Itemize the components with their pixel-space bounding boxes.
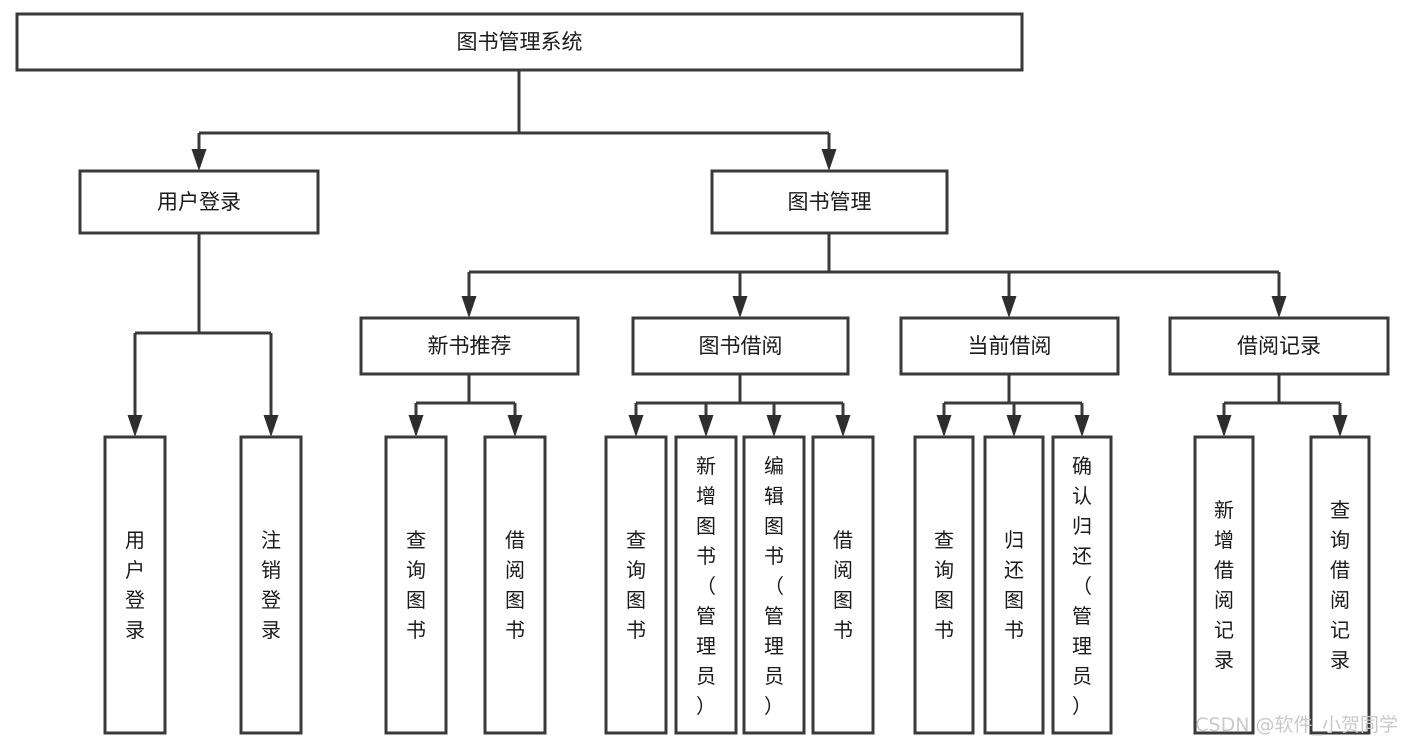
node-box[interactable] bbox=[604, 435, 668, 735]
arrow-head-icon bbox=[127, 415, 143, 437]
node-label: 查询图书 bbox=[934, 528, 954, 642]
node-current-borrow[interactable]: 当前借阅 bbox=[899, 316, 1120, 376]
node-user-login[interactable]: 用户登录 bbox=[78, 169, 320, 235]
node-box[interactable] bbox=[742, 435, 806, 735]
node-leaf-user-login[interactable]: 用户登录 bbox=[103, 435, 167, 735]
node-box[interactable] bbox=[103, 435, 167, 735]
node-book-borrow[interactable]: 图书借阅 bbox=[631, 316, 850, 376]
arrow-head-icon bbox=[732, 296, 748, 318]
arrow-head-icon bbox=[821, 149, 837, 171]
node-layer: 图书管理系统用户登录图书管理新书推荐图书借阅当前借阅借阅记录用户登录注销登录查询… bbox=[15, 12, 1390, 735]
arrow-head-icon bbox=[1074, 415, 1090, 437]
node-leaf-add-borrow-record[interactable]: 新增借阅记录 bbox=[1193, 435, 1255, 735]
node-box[interactable] bbox=[631, 316, 850, 376]
connector-group-borrow-record-to-leaves bbox=[1216, 374, 1348, 437]
node-label: 新增图书（管理员） bbox=[696, 454, 716, 718]
arrow-head-icon bbox=[1006, 415, 1022, 437]
connector-group-book-borrow-to-leaves bbox=[628, 374, 851, 437]
node-label: 借阅图书 bbox=[505, 528, 525, 642]
node-leaf-edit-book[interactable]: 编辑图书（管理员） bbox=[742, 435, 806, 735]
arrow-head-icon bbox=[461, 296, 477, 318]
node-box[interactable] bbox=[710, 169, 949, 235]
arrow-head-icon bbox=[408, 415, 424, 437]
arrow-head-icon bbox=[835, 415, 851, 437]
arrow-head-icon bbox=[507, 415, 523, 437]
node-box[interactable] bbox=[1051, 435, 1113, 735]
node-leaf-query-borrow-record[interactable]: 查询借阅记录 bbox=[1309, 435, 1371, 735]
node-label: 图书借阅 bbox=[699, 334, 783, 358]
node-leaf-query-book-current[interactable]: 查询图书 bbox=[913, 435, 975, 735]
node-leaf-add-book[interactable]: 新增图书（管理员） bbox=[674, 435, 738, 735]
node-leaf-confirm-return[interactable]: 确认归还（管理员） bbox=[1051, 435, 1113, 735]
node-label: 查询借阅记录 bbox=[1330, 498, 1350, 672]
connector-group-new-book-recommend-to-leaves bbox=[408, 374, 523, 437]
node-label: 归还图书 bbox=[1004, 528, 1024, 642]
arrow-head-icon bbox=[191, 149, 207, 171]
arrow-head-icon bbox=[1216, 415, 1232, 437]
node-box[interactable] bbox=[1309, 435, 1371, 735]
node-label: 用户登录 bbox=[157, 190, 241, 214]
node-leaf-logout[interactable]: 注销登录 bbox=[239, 435, 303, 735]
node-label: 新书推荐 bbox=[428, 334, 512, 358]
node-book-management[interactable]: 图书管理 bbox=[710, 169, 949, 235]
node-box[interactable] bbox=[811, 435, 875, 735]
node-label: 图书管理系统 bbox=[457, 30, 583, 54]
node-box[interactable] bbox=[983, 435, 1045, 735]
arrow-head-icon bbox=[1271, 296, 1287, 318]
node-label: 图书管理 bbox=[788, 190, 872, 214]
arrow-head-icon bbox=[1001, 296, 1017, 318]
arrow-head-icon bbox=[263, 415, 279, 437]
node-label: 新增借阅记录 bbox=[1214, 498, 1234, 672]
node-root[interactable]: 图书管理系统 bbox=[15, 12, 1024, 72]
node-box[interactable] bbox=[483, 435, 547, 735]
connector-group-user-login-to-leaves bbox=[127, 233, 279, 437]
arrow-head-icon bbox=[1332, 415, 1348, 437]
node-box[interactable] bbox=[899, 316, 1120, 376]
csdn-watermark: CSDN @软件_小贺同学 bbox=[1195, 714, 1398, 736]
connector-group-current-borrow-to-leaves bbox=[936, 374, 1090, 437]
connector-layer bbox=[127, 70, 1348, 437]
node-box[interactable] bbox=[384, 435, 448, 735]
node-box[interactable] bbox=[674, 435, 738, 735]
node-box[interactable] bbox=[1168, 316, 1390, 376]
node-label: 查询图书 bbox=[626, 528, 646, 642]
node-new-book-recommend[interactable]: 新书推荐 bbox=[359, 316, 580, 376]
node-label: 确认归还（管理员） bbox=[1072, 454, 1092, 718]
node-box[interactable] bbox=[1193, 435, 1255, 735]
node-leaf-borrow-book-recommend[interactable]: 借阅图书 bbox=[483, 435, 547, 735]
connector-group-book-management-to-level2 bbox=[461, 233, 1287, 318]
node-label: 用户登录 bbox=[125, 528, 145, 642]
connector-group-root-to-level1 bbox=[191, 70, 837, 171]
arrow-head-icon bbox=[698, 415, 714, 437]
node-box[interactable] bbox=[239, 435, 303, 735]
node-box[interactable] bbox=[78, 169, 320, 235]
node-borrow-record[interactable]: 借阅记录 bbox=[1168, 316, 1390, 376]
node-label: 查询图书 bbox=[406, 528, 426, 642]
arrow-head-icon bbox=[628, 415, 644, 437]
node-label: 借阅记录 bbox=[1237, 334, 1321, 358]
node-label: 借阅图书 bbox=[833, 528, 853, 642]
arrow-head-icon bbox=[936, 415, 952, 437]
node-label: 编辑图书（管理员） bbox=[764, 454, 784, 718]
node-box[interactable] bbox=[913, 435, 975, 735]
node-label: 当前借阅 bbox=[968, 334, 1052, 358]
node-leaf-return-book[interactable]: 归还图书 bbox=[983, 435, 1045, 735]
node-leaf-query-book-borrow[interactable]: 查询图书 bbox=[604, 435, 668, 735]
arrow-head-icon bbox=[766, 415, 782, 437]
node-box[interactable] bbox=[15, 12, 1024, 72]
node-leaf-query-book-recommend[interactable]: 查询图书 bbox=[384, 435, 448, 735]
node-box[interactable] bbox=[359, 316, 580, 376]
node-leaf-borrow-book[interactable]: 借阅图书 bbox=[811, 435, 875, 735]
node-label: 注销登录 bbox=[261, 528, 281, 642]
